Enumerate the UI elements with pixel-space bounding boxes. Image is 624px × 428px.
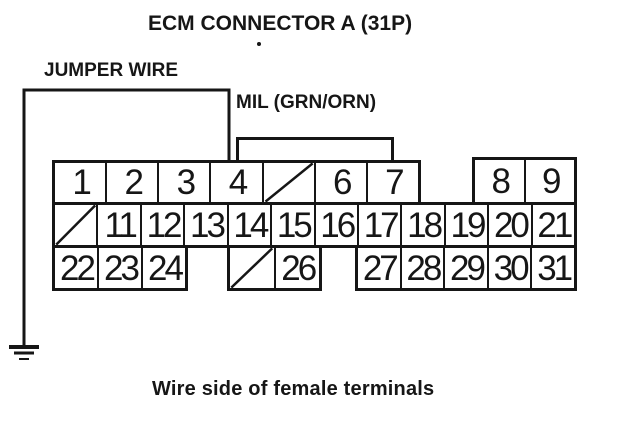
terminal-blank-10 bbox=[55, 205, 96, 245]
diagonal-slash-icon bbox=[264, 163, 314, 202]
terminal-2: 2 bbox=[105, 163, 157, 202]
terminal-3: 3 bbox=[157, 163, 209, 202]
terminal-4: 4 bbox=[209, 163, 261, 202]
page-title: ECM CONNECTOR A (31P) bbox=[148, 12, 413, 35]
diagonal-slash-icon bbox=[230, 248, 274, 288]
ground-icon bbox=[9, 345, 39, 360]
terminal-20: 20 bbox=[487, 205, 530, 245]
jumper-wire-label: JUMPER WIRE bbox=[44, 60, 179, 81]
terminal-blank-5 bbox=[261, 163, 314, 202]
terminal-7: 7 bbox=[365, 163, 418, 202]
terminal-14: 14 bbox=[226, 205, 270, 245]
terminal-21: 21 bbox=[530, 205, 574, 245]
terminal-row-3-block-3: 27 28 29 30 31 bbox=[355, 245, 577, 291]
terminal-29: 29 bbox=[443, 248, 487, 288]
terminal-16: 16 bbox=[313, 205, 357, 245]
caption: Wire side of female terminals bbox=[152, 378, 435, 400]
terminal-blank-25 bbox=[230, 248, 274, 288]
terminal-8: 8 bbox=[491, 161, 511, 201]
terminal-12: 12 bbox=[139, 205, 183, 245]
terminal-19: 19 bbox=[443, 205, 487, 245]
terminal-row-3-block-1: 22 23 24 bbox=[52, 245, 188, 291]
terminal-24: 24 bbox=[141, 248, 185, 288]
terminal-row-1-block-1: 1 2 3 4 6 7 bbox=[52, 160, 421, 205]
terminal-18: 18 bbox=[400, 205, 443, 245]
period-artifact bbox=[257, 42, 261, 46]
terminal-11: 11 bbox=[96, 205, 139, 245]
terminal-28: 28 bbox=[399, 248, 444, 288]
terminal-17: 17 bbox=[356, 205, 400, 245]
terminal-23: 23 bbox=[97, 248, 141, 288]
terminal-27: 27 bbox=[362, 248, 399, 288]
terminal-22: 22 bbox=[60, 248, 96, 288]
terminal-15: 15 bbox=[270, 205, 313, 245]
terminal-1: 1 bbox=[72, 163, 91, 202]
terminal-row-3-block-2: 26 bbox=[227, 245, 322, 291]
terminal-13: 13 bbox=[183, 205, 226, 245]
terminal-26: 26 bbox=[273, 248, 320, 288]
terminal-row-1-block-2: 8 9 bbox=[472, 157, 577, 205]
terminal-30: 30 bbox=[486, 248, 531, 288]
diagonal-slash-icon bbox=[55, 205, 96, 245]
terminal-9: 9 bbox=[523, 160, 575, 202]
mil-wire-label: MIL (GRN/ORN) bbox=[236, 92, 377, 113]
terminal-6: 6 bbox=[313, 163, 366, 202]
terminal-row-2: 11 12 13 14 15 16 17 18 19 20 21 bbox=[52, 202, 577, 248]
terminal-31: 31 bbox=[530, 248, 574, 288]
